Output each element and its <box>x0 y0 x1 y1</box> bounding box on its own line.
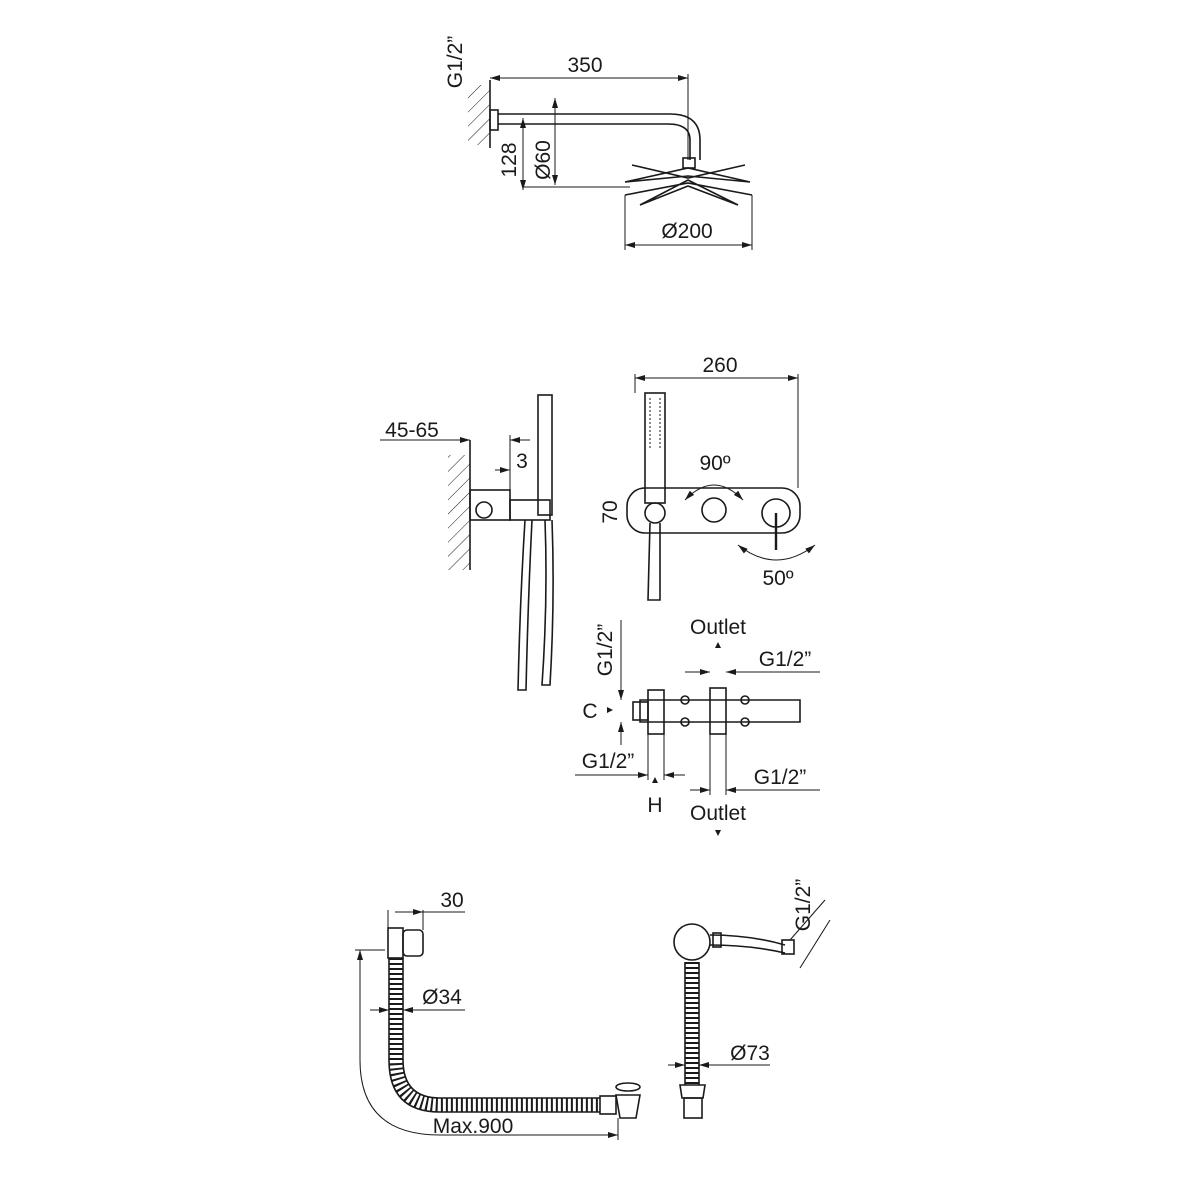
connection-diameter-label: Ø60 <box>532 140 555 180</box>
wall-hatch <box>468 85 490 145</box>
projection-label: 3 <box>516 450 528 473</box>
valve-body <box>639 699 801 723</box>
wall-depth-label: 45-65 <box>385 419 439 442</box>
hot-thread-label: G1/2” <box>582 750 635 773</box>
diverter-knob <box>701 497 727 523</box>
head-diameter-label: Ø200 <box>661 220 712 243</box>
bath-filler-side-view: Ø73 G1/2” <box>668 879 831 1119</box>
hand-shower-side-view: 45-65 3 <box>380 394 554 691</box>
bath-waste-side-view: 30 Ø34 Max.900 <box>355 889 641 1140</box>
wall-plate <box>626 487 801 534</box>
inlet-hose <box>709 934 786 954</box>
hand-shower-front-view: 260 70 90º 50º <box>599 354 816 601</box>
overflow-pipe <box>389 958 600 1112</box>
outlet-top-label: Outlet <box>690 616 746 639</box>
outlet-bottom-thread-label: G1/2” <box>754 766 807 789</box>
hose <box>517 519 554 691</box>
valve-body-drawing: G1/2” C Outlet G1/2” G1/2” H G1/2” Outle… <box>575 616 820 836</box>
waste-diameter-label: Ø73 <box>730 1042 770 1065</box>
cold-label: C <box>582 700 597 723</box>
rain-shower-drawing: 350 128 Ø60 Ø200 G1/2” <box>444 36 753 250</box>
hot-label: H <box>647 794 662 817</box>
outlet-top-thread-label: G1/2” <box>759 648 812 671</box>
overflow-depth-label: 30 <box>440 889 463 912</box>
plate-height-label: 70 <box>599 500 622 523</box>
hand-shower <box>537 394 553 516</box>
height-label: 128 <box>498 142 521 177</box>
diverter-rotation-label: 90º <box>699 452 730 475</box>
cold-thread-label: G1/2” <box>594 624 617 677</box>
filler-head <box>673 923 711 961</box>
shower-arm <box>498 113 701 160</box>
arm-length-label: 350 <box>567 54 602 77</box>
lever-rotation-label: 50º <box>762 567 793 590</box>
shower-head <box>624 164 753 206</box>
outlet-bottom-label: Outlet <box>690 802 746 825</box>
plate-width-label: 260 <box>702 354 737 377</box>
pipe-diameter-label: Ø34 <box>422 986 462 1009</box>
thread-label: G1/2” <box>444 36 467 89</box>
inlet-thread-label: G1/2” <box>792 879 815 932</box>
max-length-label: Max.900 <box>433 1115 514 1138</box>
